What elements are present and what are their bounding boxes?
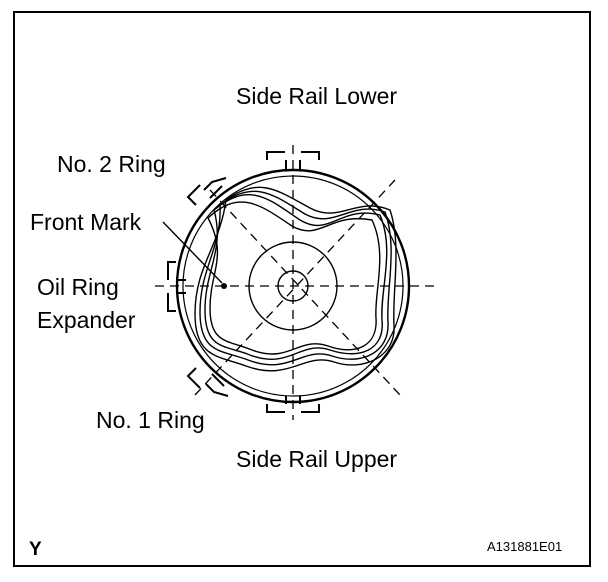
gap-mark-left xyxy=(167,261,186,312)
ring-profile-a xyxy=(204,194,388,360)
ring-profile-b xyxy=(199,190,392,366)
label-side-rail-upper: Side Rail Upper xyxy=(236,446,398,472)
axis-diagonal-1 xyxy=(209,189,401,396)
gap-mark-bottom xyxy=(266,396,320,413)
gap-marks xyxy=(167,151,320,413)
label-no2-ring: No. 2 Ring xyxy=(57,151,166,177)
front-mark-leader xyxy=(162,221,227,289)
corner-letter: Y xyxy=(29,539,42,560)
label-side-rail-lower: Side Rail Lower xyxy=(236,83,398,109)
gap-mark-upper-left xyxy=(186,177,227,206)
ring-profiles xyxy=(194,186,397,372)
dashed-axes xyxy=(155,145,440,420)
ring-profile-d xyxy=(207,201,381,355)
ring-profile-c xyxy=(194,186,397,372)
axis-diagonal-2 xyxy=(194,179,396,396)
label-no1-ring: No. 1 Ring xyxy=(96,407,205,433)
gap-mark-top xyxy=(266,151,320,170)
figure-code: A131881E01 xyxy=(487,539,563,554)
gap-mark-lower-left xyxy=(186,367,229,397)
label-oil-ring-line1: Oil Ring xyxy=(37,274,119,300)
label-front-mark: Front Mark xyxy=(30,209,142,235)
label-oil-ring-line2: Expander xyxy=(37,307,136,333)
